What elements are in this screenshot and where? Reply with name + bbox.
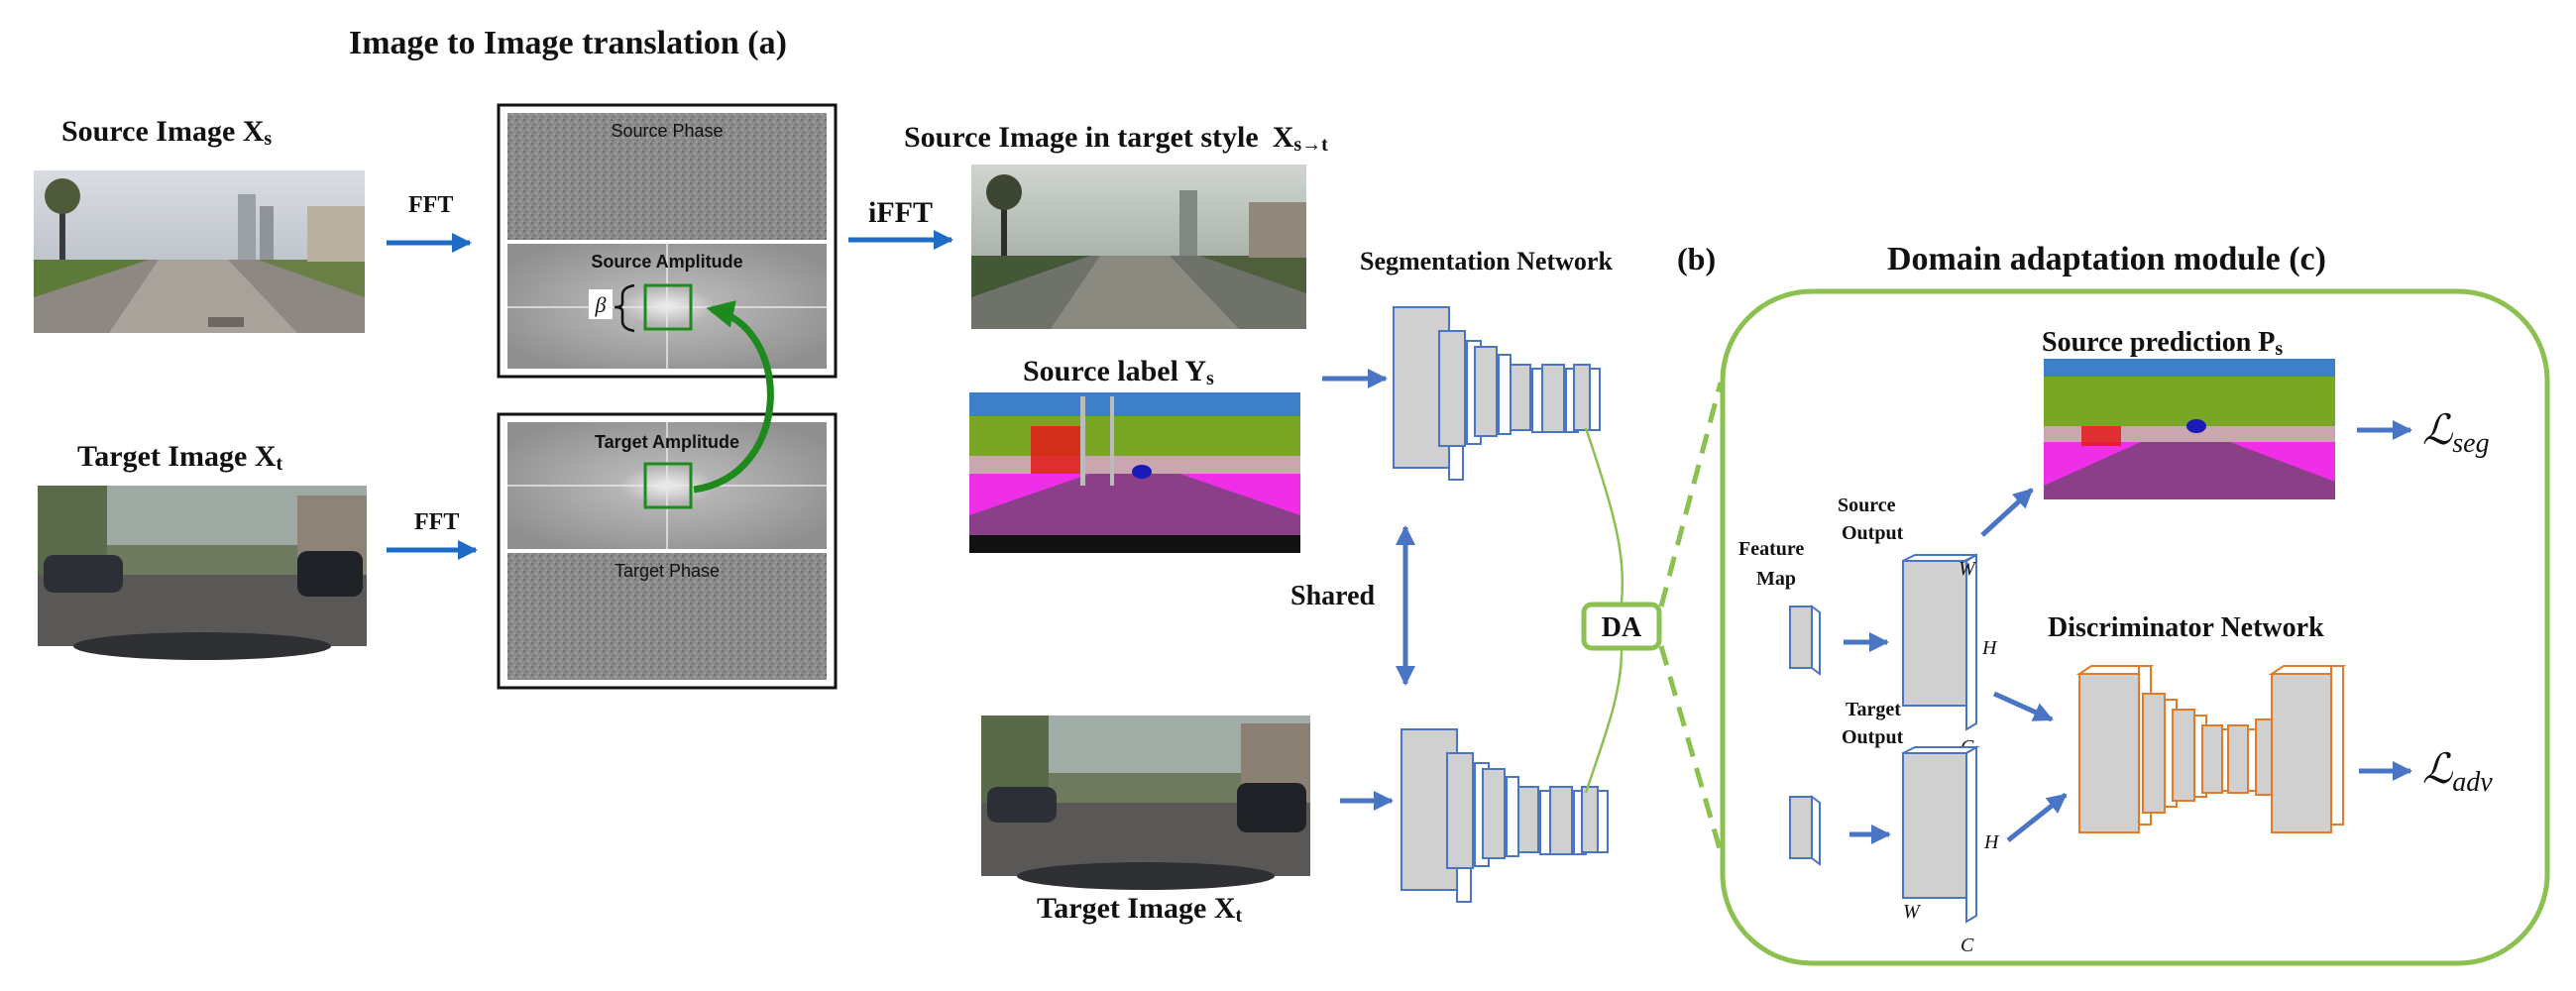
da-link-top: [1584, 427, 1624, 604]
source-amplitude-window: [643, 283, 693, 331]
target-w-label: W: [1903, 901, 1922, 923]
source-amplitude-label: Source Amplitude: [591, 252, 742, 272]
source-prediction-image: [2044, 359, 2335, 499]
beta-symbol: β: [595, 292, 607, 317]
fft-bottom-label: FFT: [414, 509, 459, 535]
source-output-label-1: Source: [1838, 495, 1896, 516]
source-label-image: [969, 392, 1300, 553]
target-amplitude-label: Target Amplitude: [595, 432, 739, 452]
da-link-bottom: [1584, 649, 1624, 794]
source-spectrum-panel: [497, 103, 838, 379]
source-h-label: H: [1981, 637, 1998, 659]
source-w-label: W: [1959, 558, 1977, 580]
section-c-title: Domain adaptation module (c): [1887, 241, 2326, 277]
shared-label: Shared: [1290, 581, 1375, 611]
source-label-label: Source label Ys: [1023, 355, 1214, 389]
da-label: DA: [1602, 612, 1642, 643]
target-h-label: H: [1983, 831, 2000, 853]
target-image-bottom-label: Target Image Xt: [1037, 892, 1243, 927]
source-image: [34, 170, 365, 333]
source-output-label-2: Output: [1842, 522, 1904, 544]
da-box: [1581, 602, 1662, 651]
target-phase-label: Target Phase: [615, 561, 720, 581]
beta-box: [589, 289, 613, 319]
discriminator-label: Discriminator Network: [2048, 612, 2324, 643]
discriminator-network: [2075, 665, 2347, 833]
target-c-label: C: [1960, 935, 1974, 956]
loss-seg: ℒseg: [2422, 408, 2490, 459]
ifft-label: iFFT: [868, 196, 933, 229]
source-output-block: [1902, 553, 1977, 731]
loss-adv: ℒadv: [2422, 747, 2493, 798]
feature-map-source: [1789, 605, 1821, 676]
target-output-label-2: Output: [1842, 726, 1904, 748]
source-phase-label: Source Phase: [611, 121, 723, 141]
amplitude-swap-arrow: [693, 300, 774, 494]
segmentation-network-source: [1393, 306, 1601, 481]
source-to-prediction-arrow: [1980, 488, 2034, 537]
source-prediction-label: Source prediction Ps: [2042, 327, 2283, 360]
fft-top-label: FFT: [408, 192, 453, 218]
beta-brace: [614, 283, 635, 333]
feature-map-target: [1789, 795, 1821, 866]
target-spectrum-panel: [497, 412, 838, 690]
target-image: [38, 486, 367, 660]
source-image-target-style: [971, 165, 1306, 329]
da-zoom-bottom: [1658, 645, 1724, 853]
target-amplitude-window: [643, 462, 693, 509]
domain-adaptation-module-frame: [1720, 288, 2550, 966]
source-to-discriminator-arrow: [1992, 691, 2054, 722]
segmentation-network-target: [1400, 728, 1609, 903]
da-zoom-top: [1658, 382, 1724, 607]
target-output-block: [1902, 745, 1980, 924]
target-image-bottom: [981, 716, 1310, 890]
target-output-label-1: Target: [1846, 699, 1901, 720]
target-to-discriminator-arrow: [2006, 793, 2068, 842]
section-a-title: Image to Image translation (a): [349, 25, 787, 61]
segmentation-network-label: Segmentation Network: [1360, 247, 1613, 275]
feature-map-label-1: Feature: [1738, 538, 1804, 560]
section-b-tag: (b): [1677, 241, 1716, 276]
source-image-label: Source Image Xs: [61, 115, 272, 150]
target-image-label: Target Image Xt: [77, 440, 283, 475]
feature-map-label-2: Map: [1756, 568, 1796, 590]
